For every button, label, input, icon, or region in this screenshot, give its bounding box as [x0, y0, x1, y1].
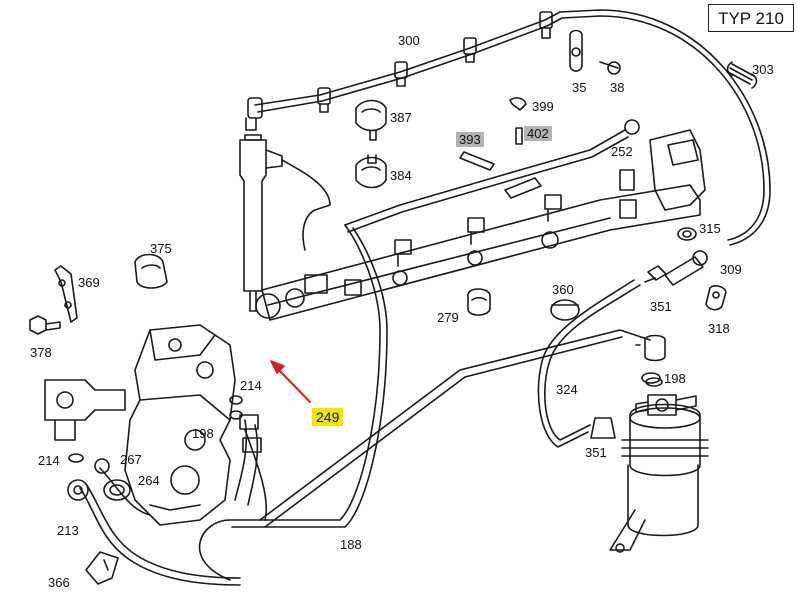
fittings-315-309-318 — [644, 227, 727, 311]
part-label-393: 393 — [456, 132, 484, 147]
clamp-35-screw-38 — [569, 29, 758, 89]
part-label-252: 252 — [611, 144, 633, 159]
part-label-279: 279 — [437, 310, 459, 325]
part-label-351-lower: 351 — [585, 445, 607, 460]
part-label-198-pump: 198 — [192, 426, 214, 441]
part-label-360: 360 — [552, 282, 574, 297]
pump-lines — [67, 395, 262, 586]
common-rail — [255, 119, 706, 321]
part-label-300: 300 — [398, 33, 420, 48]
washer-198 — [641, 372, 661, 384]
part-label-214-lower: 214 — [38, 453, 60, 468]
clips-360-351-279 — [467, 265, 667, 439]
part-label-309: 309 — [720, 262, 742, 277]
part-label-315: 315 — [699, 221, 721, 236]
part-label-35: 35 — [572, 80, 587, 95]
part-label-303: 303 — [752, 62, 774, 77]
part-label-249: 249 — [312, 408, 344, 426]
fuel-line-324 — [537, 279, 641, 448]
small-parts-399-402-393 — [459, 97, 542, 199]
part-label-375: 375 — [150, 241, 172, 256]
indicator-arrow — [270, 360, 311, 403]
clamps-387-384 — [355, 99, 387, 189]
part-label-188: 188 — [340, 537, 362, 552]
part-label-366: 366 — [48, 575, 70, 590]
model-badge: TYP 210 — [708, 4, 794, 32]
fuel-filter — [609, 334, 709, 553]
part-label-384: 384 — [390, 168, 412, 183]
part-label-267: 267 — [120, 452, 142, 467]
part-label-213: 213 — [57, 523, 79, 538]
part-label-214-upper: 214 — [240, 378, 262, 393]
high-pressure-pump — [29, 253, 236, 526]
part-label-264: 264 — [138, 473, 160, 488]
part-label-387: 387 — [390, 110, 412, 125]
fuel-line-188 — [198, 224, 651, 581]
part-label-399: 399 — [532, 99, 554, 114]
part-label-198-filter: 198 — [664, 371, 686, 386]
part-label-351-upper: 351 — [650, 299, 672, 314]
part-label-318: 318 — [708, 321, 730, 336]
part-label-402: 402 — [524, 126, 552, 141]
part-label-369: 369 — [78, 275, 100, 290]
part-label-378: 378 — [30, 345, 52, 360]
part-label-38: 38 — [610, 80, 625, 95]
leak-off-line-300 — [245, 9, 771, 246]
part-label-324: 324 — [556, 382, 578, 397]
